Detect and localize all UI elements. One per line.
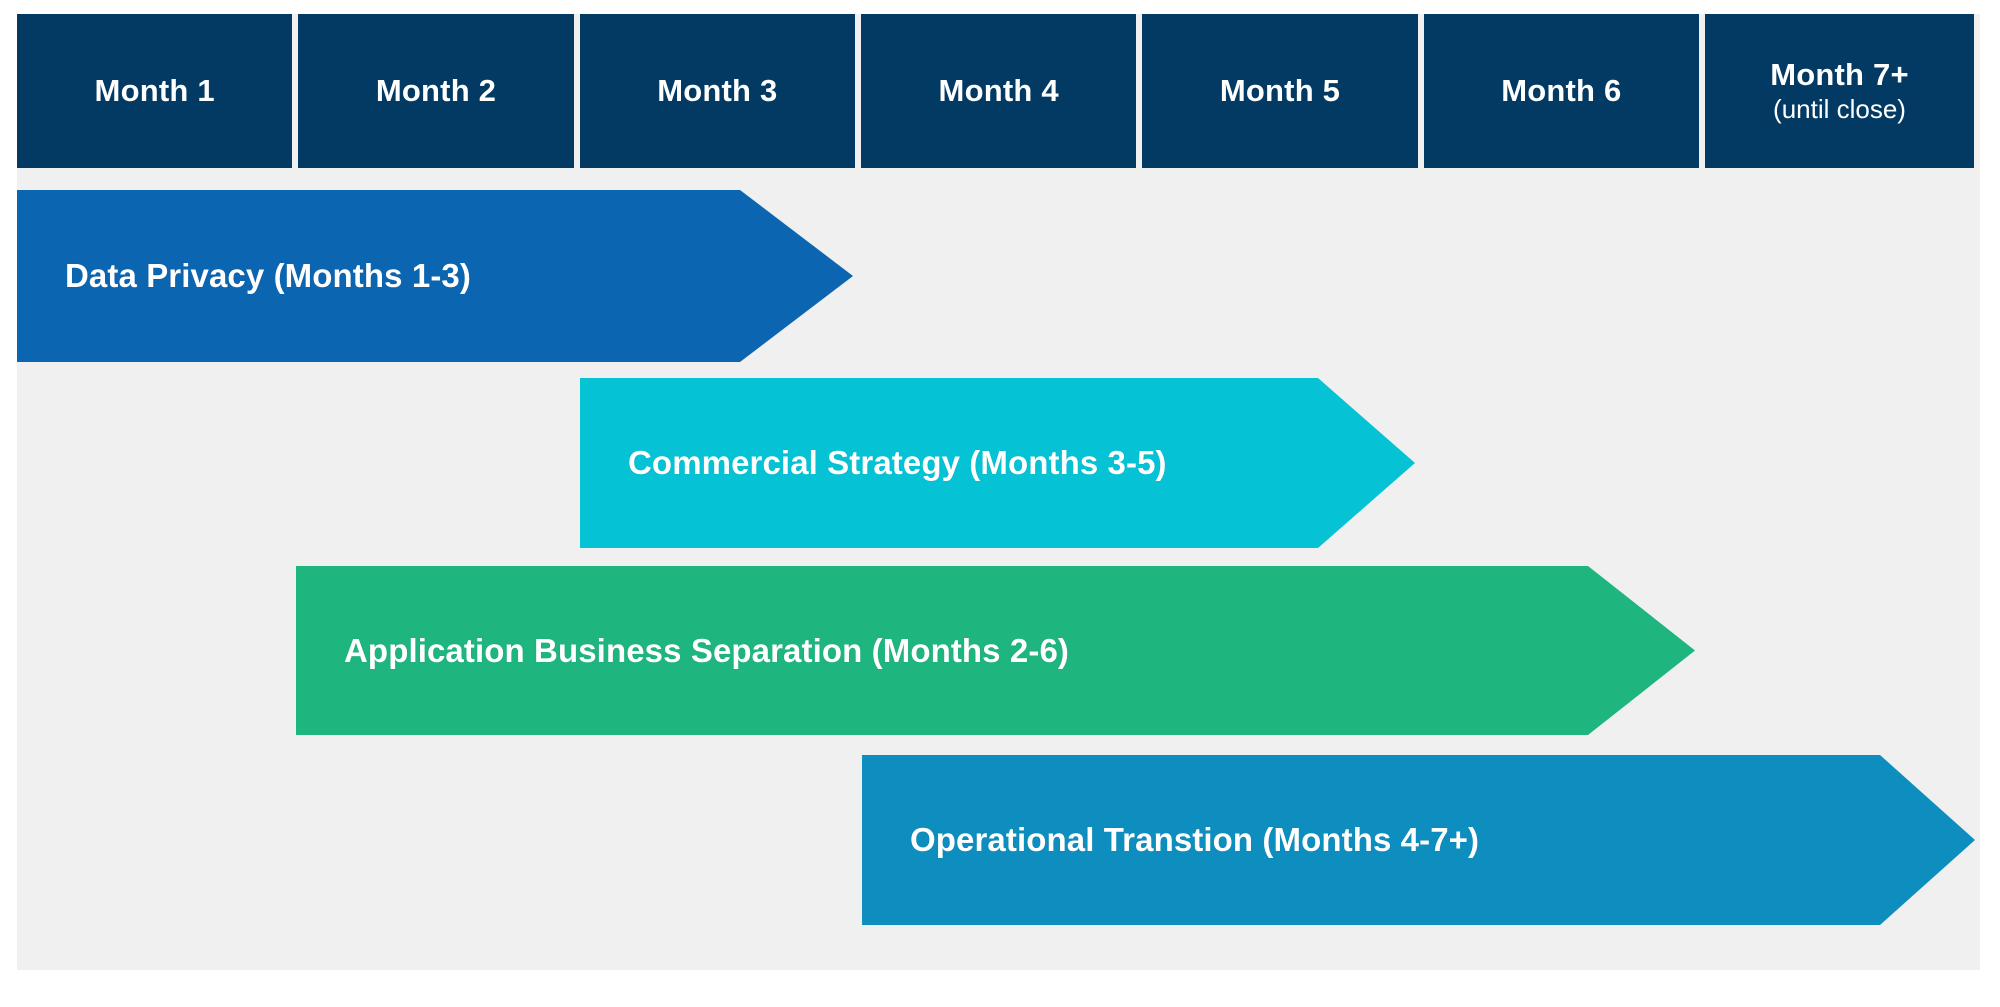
phase-arrow-shape [580,378,1415,548]
month-header-cell-2: Month 2 [298,14,574,168]
month-header-cell-1: Month 1 [17,14,293,168]
month-header-cell-5: Month 5 [1142,14,1418,168]
phase-bar-1[interactable]: Data Privacy (Months 1-3) [17,190,853,362]
phase-bar-label: Data Privacy (Months 1-3) [65,257,471,294]
phase-bar-label: Operational Transtion (Months 4-7+) [910,821,1480,858]
month-header-cell-6: Month 6 [1423,14,1699,168]
month-header-label: Month 2 [375,72,497,108]
phase-bar-label: Application Business Separation (Months … [344,631,1069,669]
month-header-label: Month 6 [1501,72,1622,108]
month-header-label: Month 4 [938,72,1059,108]
phase-arrow-shape [296,566,1695,735]
month-header-cell-3: Month 3 [579,14,855,168]
phase-bar-label: Commercial Strategy (Months 3-5) [628,444,1167,481]
phase-bar-3[interactable]: Application Business Separation (Months … [296,566,1695,735]
month-header-label: Month 1 [94,72,215,108]
month-header-cell-4: Month 4 [861,14,1137,168]
phase-arrow-shape [17,190,853,362]
phase-bar-2[interactable]: Commercial Strategy (Months 3-5) [580,378,1415,548]
phase-arrow-shape [862,755,1975,925]
month-header-row: Month 1 Month 2 Month 3 Month 4 Month 5 Month… [17,14,1980,168]
month-header-sublabel: (until close) [1773,93,1906,124]
month-header-label: Month 7+ [1770,57,1909,93]
month-header-label: Month 3 [657,72,778,108]
month-header-label: Month 5 [1219,72,1341,108]
phase-bar-4[interactable]: Operational Transtion (Months 4-7+) [862,755,1975,925]
month-header-cell-7: Month 7+(until close) [1705,14,1974,168]
